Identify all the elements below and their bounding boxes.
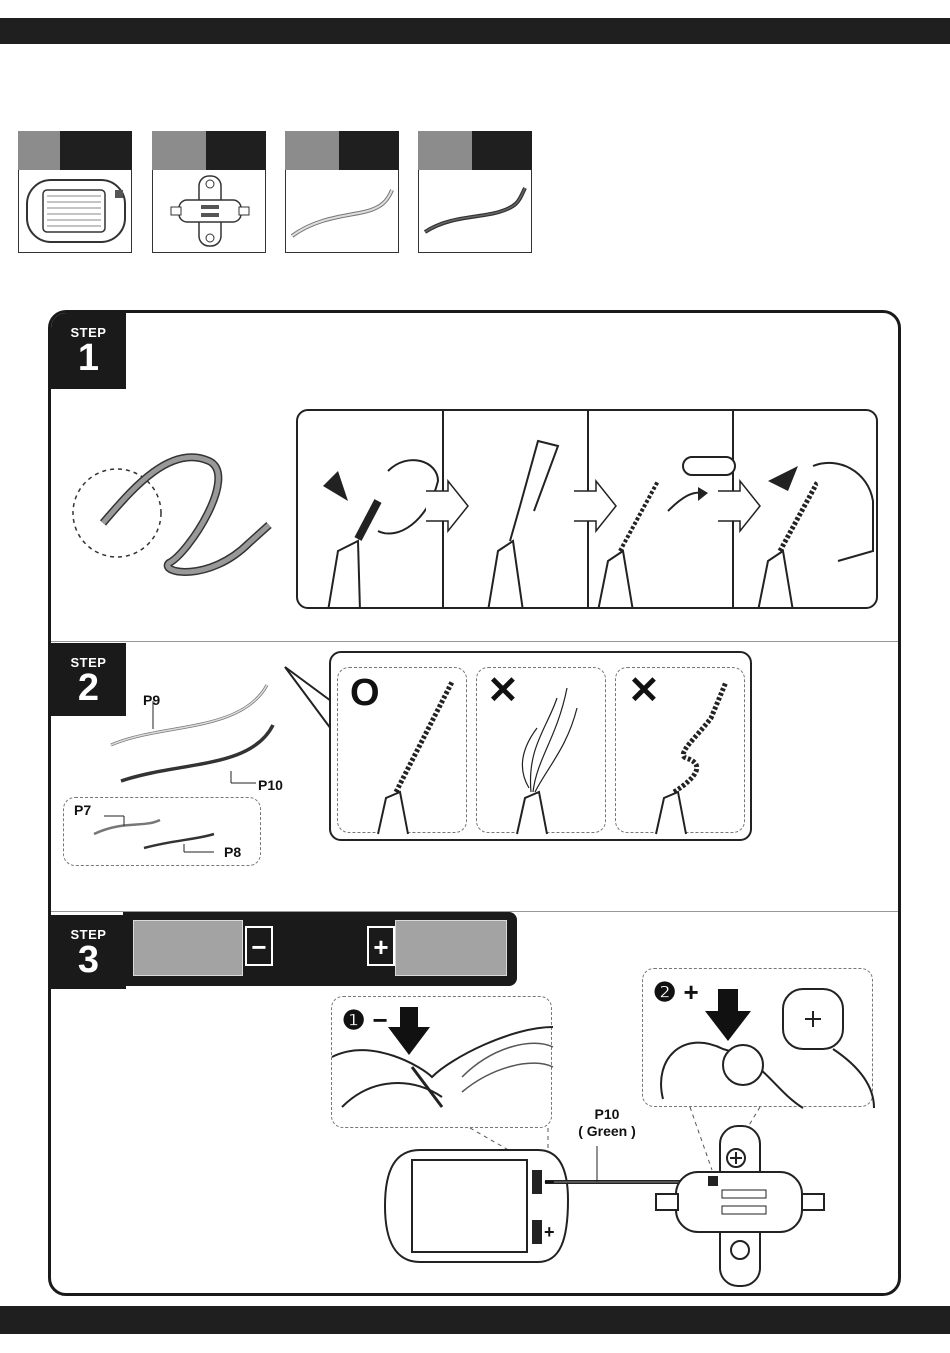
polarity-bar: − +: [123, 912, 517, 986]
wire-label: P10 ( Green ): [572, 1106, 642, 1140]
step-3-tab: STEP 3: [51, 915, 126, 989]
step-2-label: STEP: [51, 643, 126, 670]
twist-wrong-frayed-box: ✕: [476, 667, 606, 833]
twist-loose-illustration: [616, 668, 746, 834]
panel-minus-mark: −: [544, 1172, 555, 1193]
twist-frayed-illustration: [477, 668, 607, 834]
twist-correct-box: O: [337, 667, 467, 833]
polarity-box-right: [395, 920, 507, 976]
minus-sign: −: [245, 926, 273, 966]
strip-wire-frame: [296, 409, 878, 609]
twist-wrong-loose-box: ✕: [615, 667, 745, 833]
label-p7: P7: [74, 802, 91, 818]
step-3-label: STEP: [51, 915, 126, 942]
motor-icon: [153, 170, 267, 253]
wires-p7-p8-box: P7 P8: [63, 797, 261, 866]
plus-sign: +: [367, 926, 395, 966]
callout-negative-illustration: [332, 997, 553, 1129]
part-light-wire: [285, 131, 399, 253]
strip-wire-sequence: [298, 411, 878, 609]
step-1-label: STEP: [51, 313, 126, 340]
wire-name: P10: [572, 1106, 642, 1123]
part-solar-panel: [18, 131, 132, 253]
wire-dark-icon: [419, 170, 533, 253]
instructions-panel: STEP 1: [48, 310, 901, 1296]
panel-plus-mark: +: [544, 1222, 555, 1243]
solar-panel-icon: [19, 170, 133, 253]
label-p9: P9: [143, 692, 160, 708]
wire-overview-illustration: [69, 433, 289, 633]
step-3-number: 3: [51, 942, 126, 978]
wire-color: ( Green ): [572, 1123, 642, 1140]
callout-negative-box: ❶ −: [331, 996, 552, 1128]
wire-light-icon: [286, 170, 400, 253]
twist-correct-illustration: [338, 668, 468, 834]
part-dark-wire: [418, 131, 532, 253]
wires-p9-p10-illustration: [101, 673, 301, 793]
polarity-box-left: [133, 920, 243, 976]
bottom-bar: [0, 1306, 950, 1334]
step-1-number: 1: [51, 340, 126, 376]
label-p8: P8: [224, 844, 241, 860]
callout-positive-illustration: [643, 969, 874, 1108]
part-motor: [152, 131, 266, 253]
label-p10: P10: [258, 777, 283, 793]
twist-examples-frame: O ✕ ✕: [329, 651, 752, 841]
step-1-tab: STEP 1: [51, 313, 126, 389]
callout-positive-box: ❷ +: [642, 968, 873, 1107]
top-bar: [0, 18, 950, 44]
